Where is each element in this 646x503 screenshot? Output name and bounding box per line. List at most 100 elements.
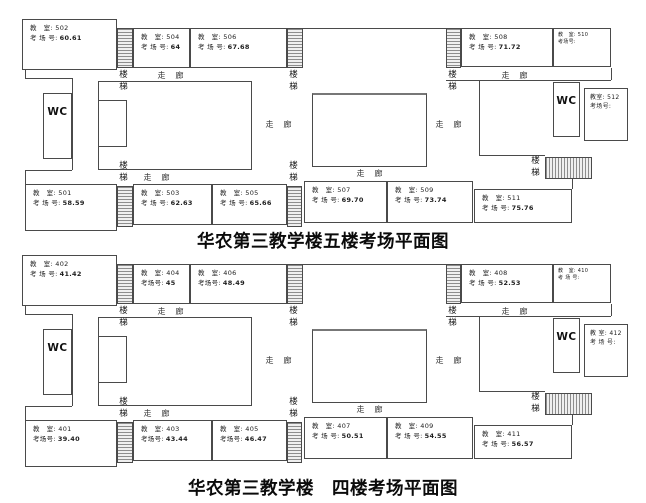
exam-number-line: 考 场 号: (590, 338, 627, 347)
building-block (312, 93, 427, 167)
room-number-label: 教 室: 407 (312, 422, 351, 430)
exam-number-value: 52.53 (498, 278, 521, 287)
stairs-label: 楼梯 (119, 306, 128, 328)
exam-number-caption: 考 场 号: (141, 42, 169, 51)
wall-line (572, 415, 573, 425)
exam-number-caption: 考 场 号: (395, 431, 423, 440)
exam-number-value: 62.63 (170, 198, 193, 207)
exam-number-caption: 考 场 号: (482, 203, 510, 212)
exam-number-caption: 考场号: (141, 434, 164, 443)
exam-number-value: 54.55 (424, 431, 447, 440)
room-number-label: 教 室: 501 (33, 189, 72, 197)
exam-number-caption: 考 场 号: (312, 431, 340, 440)
exam-number-caption: 考 场 号: (469, 278, 497, 287)
corridor-label: 走 廊 (501, 307, 529, 316)
exam-number-value: 41.42 (59, 269, 82, 278)
exam-number-value: 64 (170, 42, 181, 51)
exam-number-line: 考场号: (590, 102, 627, 111)
exam-number-line: 考场号:48.49 (198, 279, 286, 289)
exam-number-value: 48.49 (222, 278, 245, 287)
stairs-hatch (117, 28, 133, 68)
exam-number-line: 考 场 号:75.76 (482, 204, 571, 214)
room-number-label: 教 室: 411 (482, 430, 521, 438)
building-block (312, 329, 427, 403)
exam-number-caption: 考 场 号: (30, 269, 58, 278)
exam-number-caption: 考 场 号: (198, 42, 226, 51)
wall-line (479, 316, 480, 391)
exam-number-caption: 考 场 号: (141, 198, 169, 207)
corridor-label: 走 廊 (265, 356, 293, 365)
stairs-hatch (287, 28, 303, 68)
room-number-label: 教 室: 406 (198, 269, 237, 277)
room-number-label: 教 室: 502 (30, 24, 69, 32)
exam-number-line: 考场号:43.44 (141, 435, 211, 445)
room-number-label: 教 室: 505 (220, 189, 259, 197)
exam-number-line: 考 场 号:67.68 (198, 43, 286, 53)
exam-number-value: 50.51 (341, 431, 364, 440)
room-number-label: 教 室: 412 (590, 330, 622, 337)
stairs-label: 楼梯 (448, 70, 457, 92)
room-505: 教 室: 505 考 场 号:65.66 (212, 184, 287, 225)
stairs-hatch (446, 28, 461, 68)
room-number-label: 教 室: 403 (141, 425, 180, 433)
wc-room: WC (553, 82, 580, 137)
wall-line (303, 264, 446, 265)
exam-number-line: 考 场 号:65.66 (220, 199, 286, 209)
exam-number-line: 考 场 号:52.53 (469, 279, 552, 289)
exam-number-value: 46.47 (244, 434, 267, 443)
exam-number-caption: 考场号: (590, 103, 612, 110)
exam-number-caption: 考场号: (141, 278, 164, 287)
stairs-label: 楼梯 (119, 70, 128, 92)
exam-number-caption: 考 场 号: (558, 275, 580, 281)
exam-number-line: 考场号: (558, 39, 610, 46)
stairs-hatch (117, 422, 133, 463)
building-block (98, 336, 127, 383)
wall-line (611, 304, 612, 316)
room-number-label: 教 室: 408 (469, 269, 508, 277)
exam-number-line: 考 场 号:41.42 (30, 270, 116, 280)
exam-number-value: 56.57 (511, 439, 534, 448)
room-405: 教 室: 405 考场号:46.47 (212, 420, 287, 461)
stairs-label: 楼梯 (531, 392, 540, 414)
wc-room: WC (553, 318, 580, 373)
corridor-label: 走 廊 (435, 120, 463, 129)
exam-number-caption: 考 场 号: (590, 339, 616, 346)
exam-number-caption: 考 场 号: (33, 198, 61, 207)
exam-number-line: 考 场 号:56.57 (482, 440, 571, 450)
room-number-label: 教 室: 507 (312, 186, 351, 194)
stairs-label: 楼梯 (289, 161, 298, 183)
exam-number-line: 考场号:46.47 (220, 435, 286, 445)
wall-line (25, 170, 26, 184)
stairs-label: 楼梯 (119, 397, 128, 419)
corridor-label: 走 廊 (435, 356, 463, 365)
exam-number-value: 67.68 (227, 42, 250, 51)
floor-title-5f: 华农第三教学楼五楼考场平面图 (197, 232, 449, 252)
wall-line (25, 314, 72, 315)
room-number-label: 教 室: 405 (220, 425, 259, 433)
wc-room: WC (43, 93, 72, 159)
wall-line (479, 155, 545, 156)
stairs-hatch (117, 264, 133, 304)
room-number-label: 教 室: 503 (141, 189, 180, 197)
stairs-hatch (287, 422, 302, 463)
exam-number-value: 43.44 (165, 434, 188, 443)
exam-number-line: 考 场 号:73.74 (395, 196, 472, 206)
stairs-hatch (287, 264, 303, 304)
floor-title-4f: 华农第三教学楼 四楼考场平面图 (188, 479, 458, 499)
exam-number-caption: 考场号: (33, 434, 56, 443)
room-number-label: 教 室: 506 (198, 33, 237, 41)
corridor-label: 走 廊 (143, 409, 171, 418)
